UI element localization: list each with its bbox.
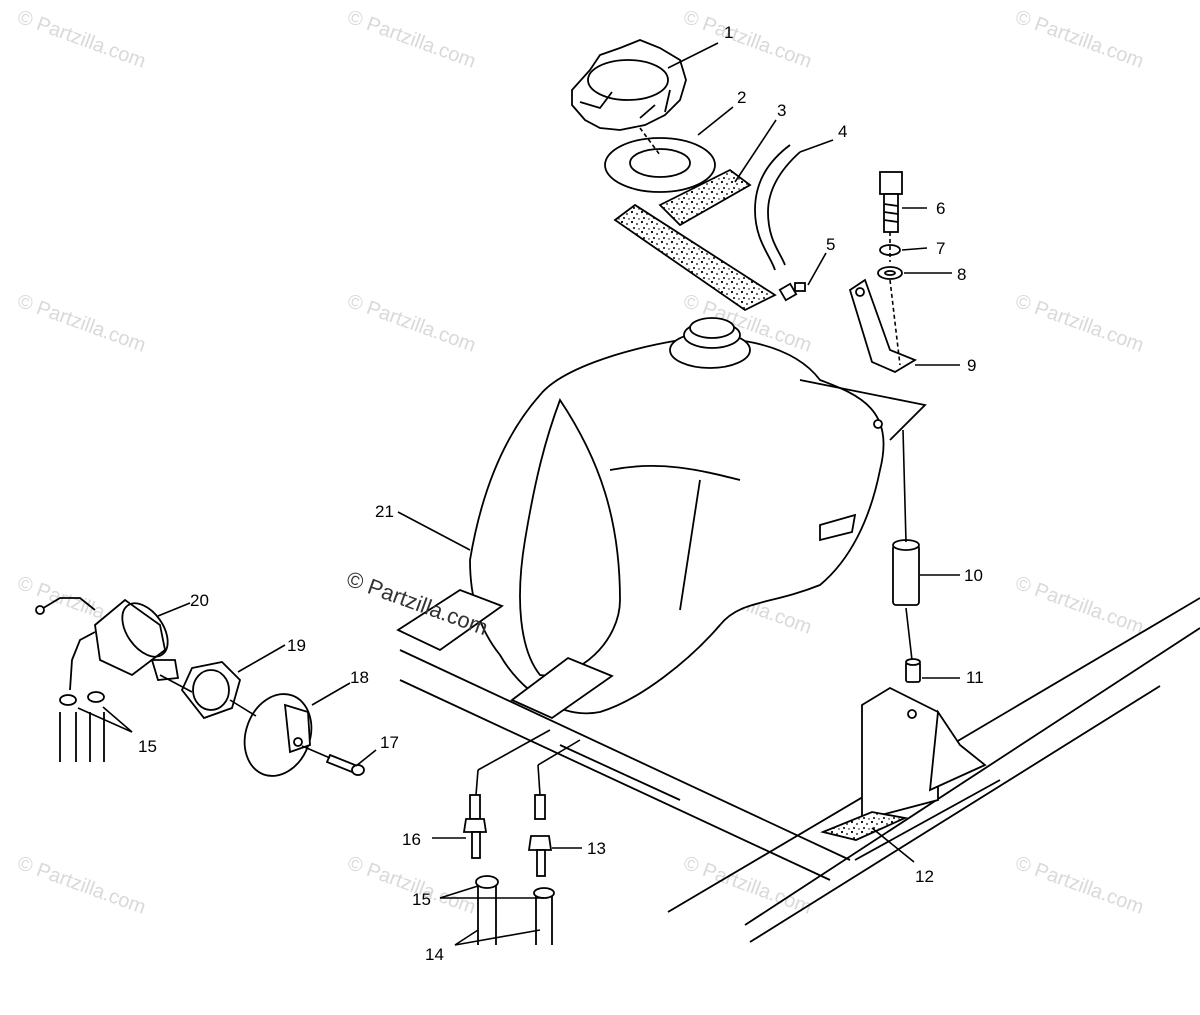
part-14-hoses: [477, 885, 553, 945]
part-19-nut: [180, 661, 242, 720]
part-8-flat-washer: [877, 266, 903, 280]
part-9-bracket: [848, 278, 918, 374]
callout-9: 9: [967, 356, 976, 375]
frame-rails: [399, 597, 1200, 943]
callout-7: 7: [936, 239, 945, 258]
callout-2: 2: [737, 88, 746, 107]
part-15-clamps-left: [59, 691, 105, 762]
callout-19: 19: [287, 636, 306, 655]
callout-14: 14: [425, 945, 444, 964]
part-12-pad: [820, 811, 909, 841]
part-20-fuel-filter: [35, 597, 180, 691]
callout-6: 6: [936, 199, 945, 218]
part-4-vent-hose: [754, 144, 801, 271]
callout-4: 4: [838, 122, 847, 141]
part-16-fitting: [462, 794, 488, 859]
part-1-gas-cap: [571, 39, 687, 131]
part-5-vent-fitting: [778, 282, 806, 302]
part-3-foam-strips: [613, 168, 777, 312]
callout-1: 1: [724, 23, 733, 42]
part-13-fitting: [527, 794, 553, 877]
callout-labels: 1 2 3 4 5 6 7 8 9 10 11 12 13 14 15 15 1…: [138, 23, 984, 964]
callout-16: 16: [402, 830, 421, 849]
part-18-valve: [243, 693, 313, 777]
part-10-spacer: [892, 539, 920, 606]
callout-15-left: 15: [138, 737, 157, 756]
callout-10: 10: [964, 566, 983, 585]
part-15-clamps-bottom: [475, 875, 555, 899]
frame-bracket: [861, 686, 987, 822]
part-21-fuel-tank: [396, 317, 927, 720]
callout-20: 20: [190, 591, 209, 610]
callout-5: 5: [826, 235, 835, 254]
callout-3: 3: [777, 101, 786, 120]
callout-17: 17: [380, 733, 399, 752]
callout-8: 8: [957, 265, 966, 284]
callout-13: 13: [587, 839, 606, 858]
callout-15-bottom: 15: [412, 890, 431, 909]
callout-12: 12: [915, 867, 934, 886]
leader-lines: [77, 42, 960, 946]
callout-11: 11: [966, 668, 984, 687]
part-6-bolt: [879, 171, 903, 233]
callout-21: 21: [375, 502, 394, 521]
part-17-screw: [325, 753, 365, 776]
callout-18: 18: [350, 668, 369, 687]
part-11-bushing: [905, 658, 921, 683]
part-2-gasket: [604, 137, 716, 193]
